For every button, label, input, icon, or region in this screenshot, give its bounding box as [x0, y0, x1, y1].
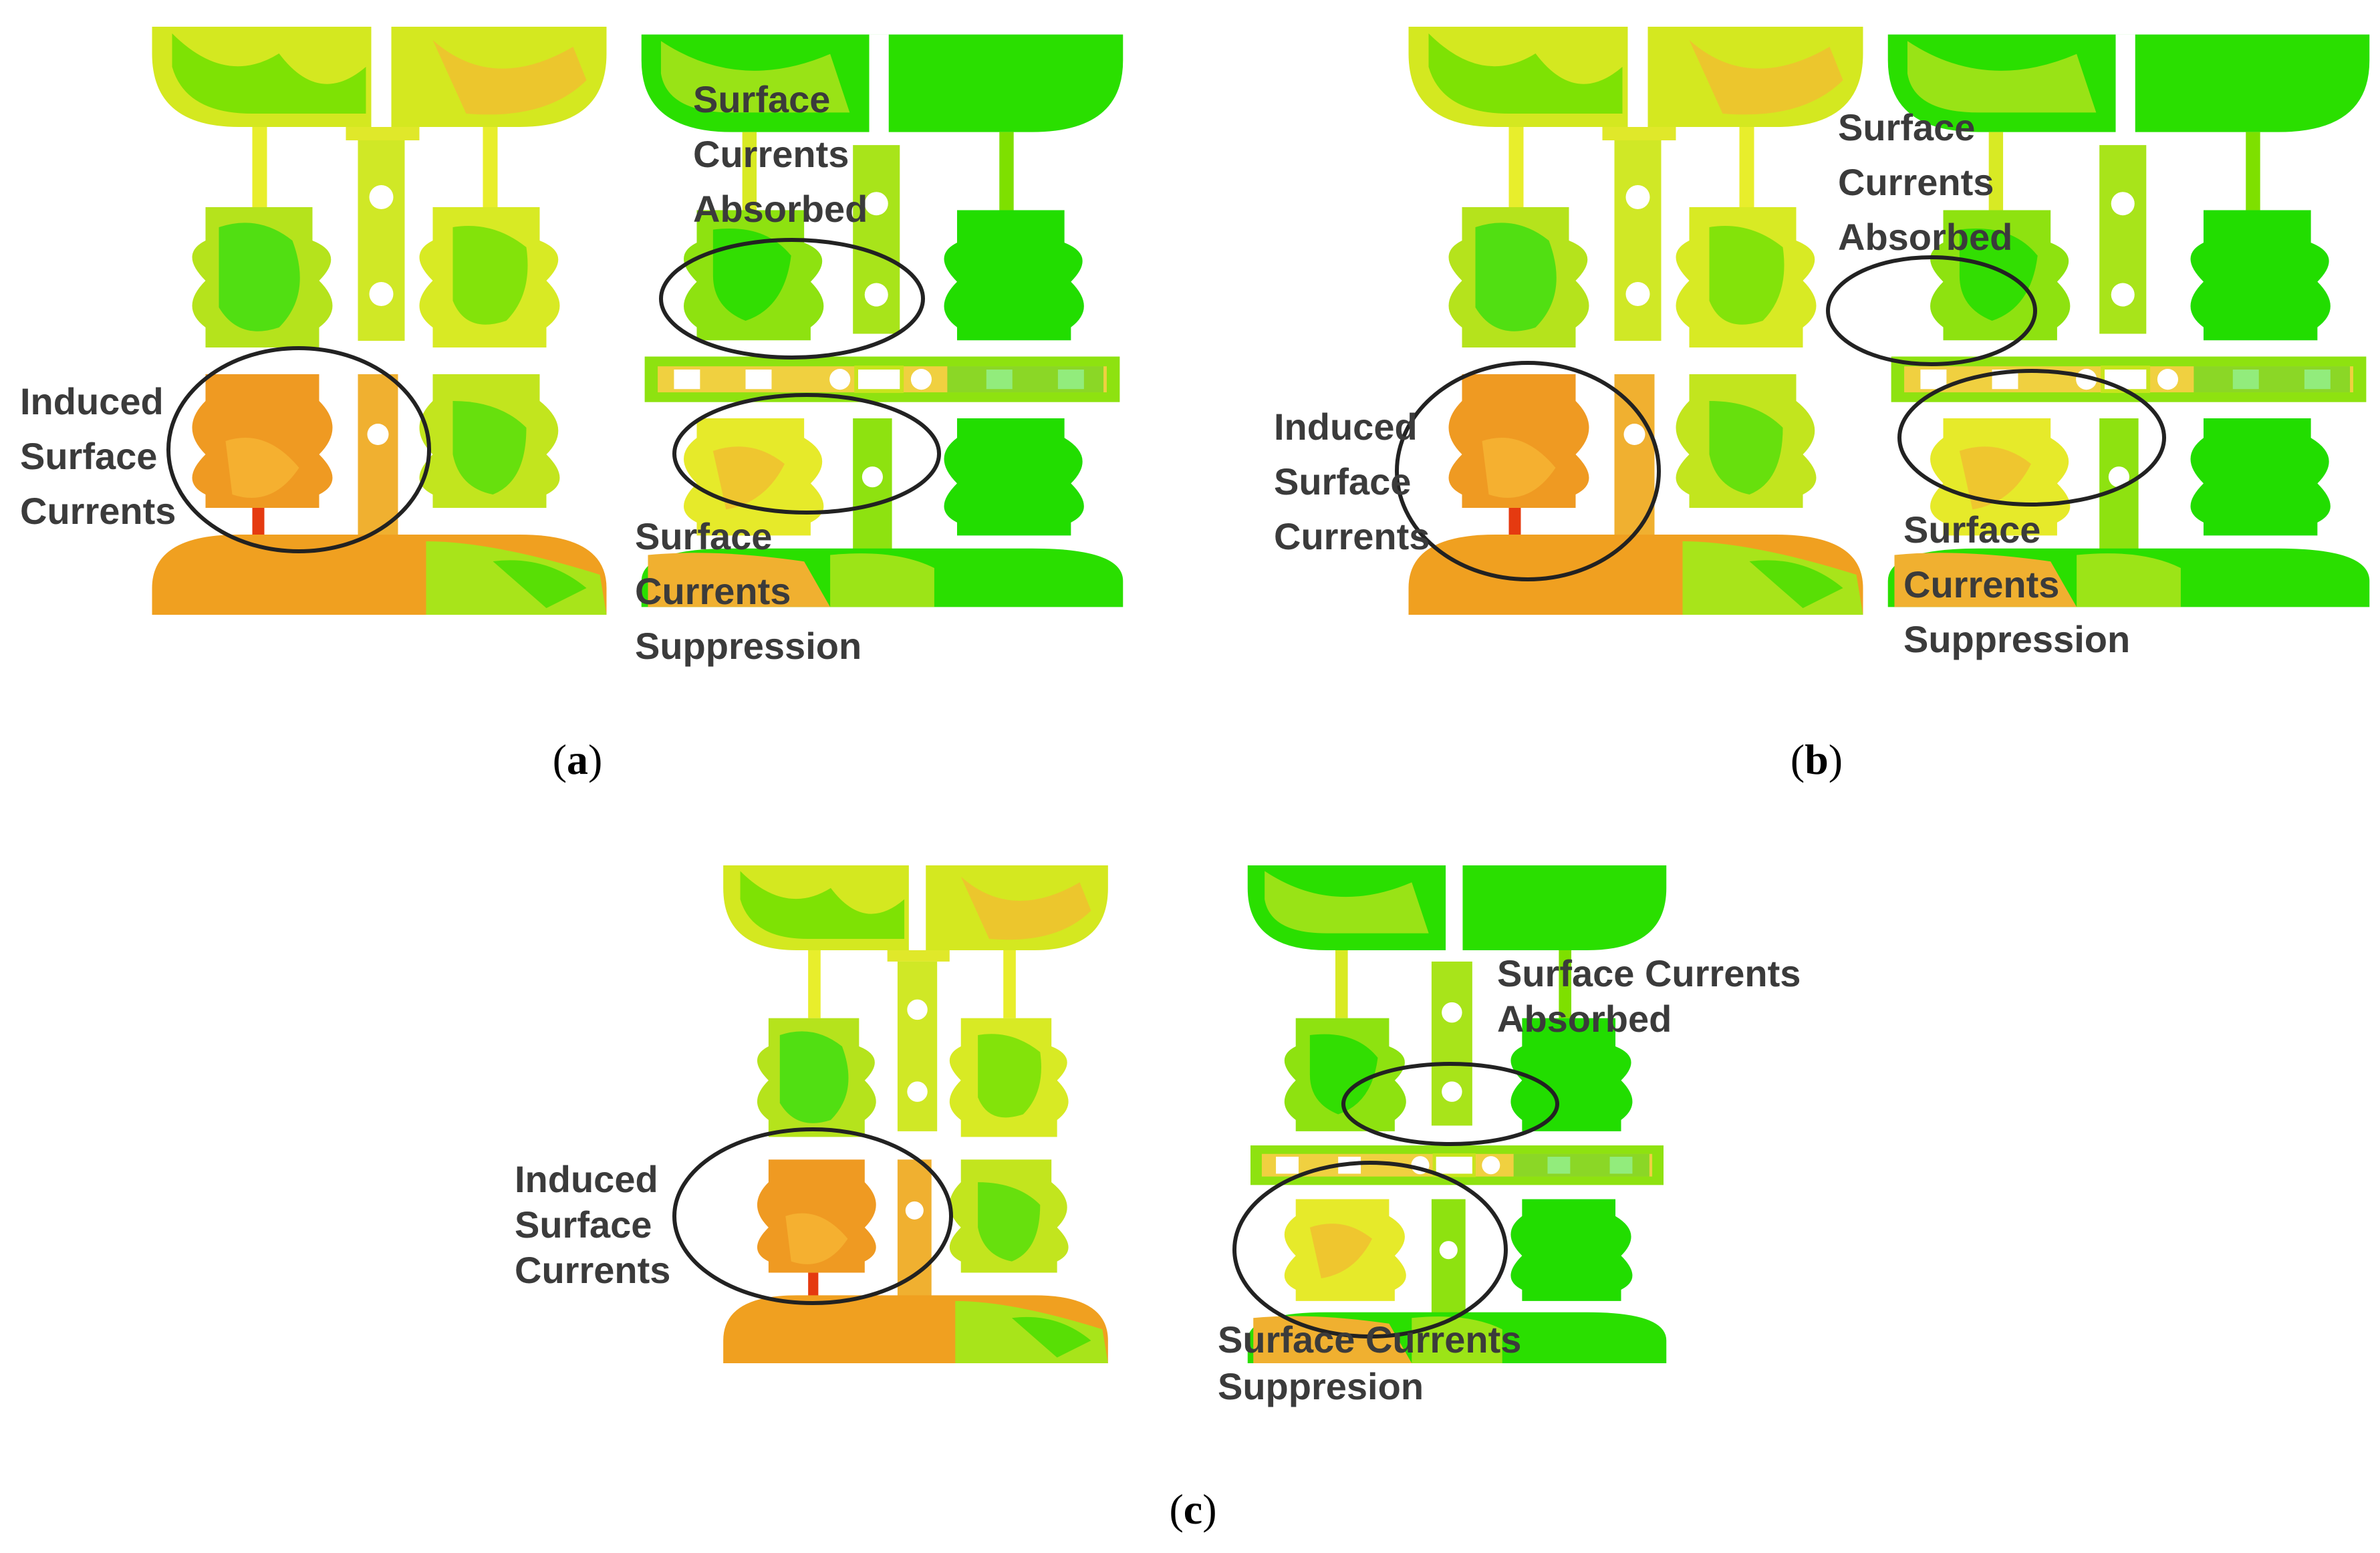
panel-b-label-absorbed: Surface Currents Absorbed [1838, 106, 2012, 258]
panel-a-suppression-oval [672, 393, 941, 515]
panel-a-label-absorbed: Surface Currents Absorbed [693, 78, 868, 230]
panel-a-induced-oval [166, 346, 431, 553]
panel-b-absorbed-oval [1826, 255, 2037, 366]
panel-c-absorbed-line-2: Absorbed [1497, 998, 1672, 1040]
panel-c-absorbed-line-1: Surface Currents [1497, 952, 1801, 994]
panel-b-induced-oval [1395, 361, 1661, 581]
panel-a-induced-line-3: Currents [20, 490, 176, 532]
panel-b-caption: (b) [1791, 736, 1843, 783]
panel-b-suppression-line-2: Currents [1903, 563, 2059, 605]
panel-a-absorbed-line-2: Currents [693, 133, 849, 175]
panel-b-induced-line-2: Surface [1274, 460, 1411, 503]
panel-a-suppression-line-2: Currents [635, 570, 791, 612]
panel-a-absorbed-line-1: Surface [693, 78, 830, 120]
panel-a-suppression-line-1: Surface [635, 515, 772, 557]
panel-b-caption-open: ( [1791, 736, 1805, 783]
panel-a-caption: (a) [553, 736, 603, 783]
panel-c-suppression-line-2: Suppresion [1218, 1365, 1424, 1407]
panel-c-induced-line-1: Induced [515, 1158, 658, 1200]
panel-c-suppression-line-1: Surface Currents [1218, 1318, 1521, 1361]
panel-c-caption-letter: c [1184, 1486, 1202, 1533]
panel-b-absorbed-line-3: Absorbed [1838, 216, 2012, 258]
panel-a: Induced Surface Currents Surface Current… [20, 27, 1130, 783]
panel-a-suppression-line-3: Suppression [635, 625, 862, 667]
panel-b-left-current-map [1402, 27, 1870, 615]
panel-a-caption-close: ) [588, 736, 602, 783]
panel-b: Induced Surface Currents Surface Current… [1274, 27, 2376, 783]
panel-c-caption-close: ) [1202, 1486, 1216, 1533]
panel-a-label-induced: Induced Surface Currents [20, 380, 176, 532]
panel-a-induced-line-2: Surface [20, 435, 157, 477]
panel-b-label-induced: Induced Surface Currents [1274, 406, 1430, 557]
panel-b-suppression-line-1: Surface [1903, 509, 2040, 551]
panel-c-absorbed-oval [1341, 1062, 1559, 1146]
panel-a-caption-open: ( [553, 736, 567, 783]
panel-b-suppression-oval [1897, 369, 2166, 507]
panel-a-label-suppression: Surface Currents Suppression [635, 515, 862, 667]
panel-b-absorbed-line-2: Currents [1838, 161, 1994, 203]
panel-b-absorbed-line-1: Surface [1838, 106, 1975, 148]
panel-c-induced-oval [672, 1127, 953, 1305]
panel-b-label-suppression: Surface Currents Suppression [1903, 509, 2130, 660]
panel-c-label-absorbed: Surface Currents Absorbed [1497, 952, 1811, 1040]
panel-c-suppression-oval [1232, 1161, 1508, 1338]
panel-c: Induced Surface Currents Surface Current… [515, 865, 1811, 1533]
panel-a-caption-letter: a [567, 736, 588, 783]
panel-c-caption: (c) [1169, 1486, 1216, 1533]
panel-c-left-current-map [717, 865, 1114, 1363]
panel-c-induced-line-2: Surface [515, 1204, 652, 1246]
panel-a-absorbed-line-3: Absorbed [693, 188, 868, 230]
panel-b-caption-close: ) [1829, 736, 1843, 783]
panel-b-caption-letter: b [1805, 736, 1829, 783]
panel-a-induced-line-1: Induced [20, 380, 164, 422]
panel-c-caption-open: ( [1169, 1486, 1183, 1533]
panel-c-label-suppression: Surface Currents Suppresion [1218, 1318, 1532, 1407]
panel-c-label-induced: Induced Surface Currents [515, 1158, 670, 1291]
panel-a-absorbed-oval [659, 238, 925, 360]
panel-c-induced-line-3: Currents [515, 1249, 670, 1291]
panel-c-right-current-map [1242, 865, 1672, 1363]
panel-b-suppression-line-3: Suppression [1903, 618, 2130, 660]
panel-b-induced-line-3: Currents [1274, 515, 1430, 557]
panel-b-induced-line-1: Induced [1274, 406, 1418, 448]
